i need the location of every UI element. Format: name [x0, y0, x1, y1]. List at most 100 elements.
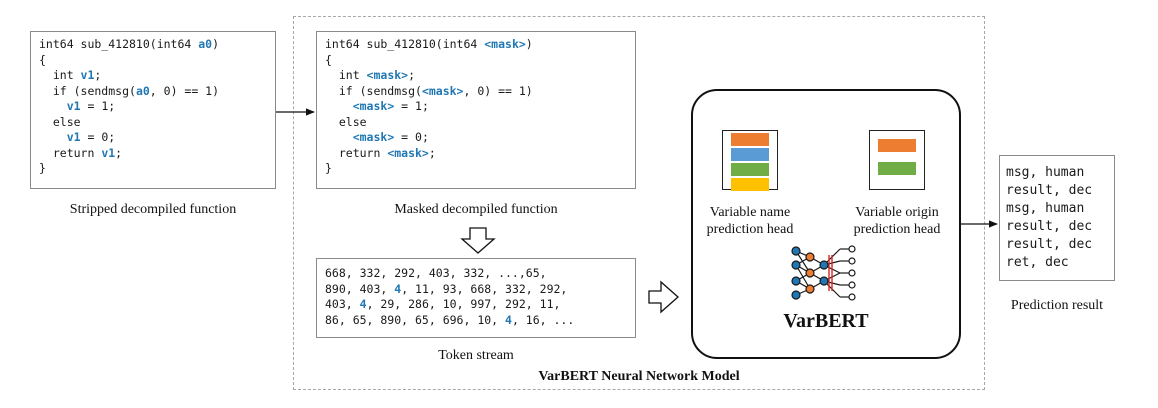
- prediction-line: ret, dec: [1006, 255, 1069, 270]
- highlighted-token: a0: [198, 37, 213, 51]
- highlighted-token: v1: [80, 68, 95, 82]
- stripped-code-box: int64 sub_412810(int64 a0){ int v1; if (…: [30, 31, 276, 189]
- code-text: = 0;: [394, 130, 429, 144]
- code-text: }: [325, 161, 332, 175]
- prediction-line: result, dec: [1006, 183, 1093, 198]
- code-line: 668, 332, 292, 403, 332, ...,65,: [325, 266, 627, 282]
- name-head-caption-line-1: Variable name: [709, 205, 791, 220]
- code-text: else: [39, 114, 81, 129]
- code-text: ;: [115, 145, 123, 160]
- model-footer-label: VarBERT Neural Network Model: [538, 369, 740, 384]
- highlighted-token: <mask>: [366, 68, 409, 82]
- prediction-line: result, dec: [1006, 219, 1093, 234]
- code-line: return <mask>;: [325, 146, 627, 162]
- code-line: if (sendmsg(<mask>, 0) == 1): [325, 84, 627, 100]
- code-line: 86, 65, 890, 65, 696, 10, 4, 16, ...: [325, 313, 627, 329]
- code-text: int64 sub_412810(int64: [39, 37, 199, 51]
- code-text: = 0;: [80, 130, 116, 144]
- code-line: <mask> = 1;: [325, 99, 627, 115]
- code-text: else: [325, 114, 367, 129]
- origin-prediction-head: [869, 130, 925, 190]
- code-line: int v1;: [39, 68, 267, 84]
- code-line: int64 sub_412810(int64 <mask>): [325, 37, 627, 53]
- code-line: v1 = 1;: [39, 99, 267, 115]
- code-text: int: [325, 68, 367, 82]
- code-line: {: [39, 53, 267, 69]
- hollow-arrow-right: [648, 280, 679, 314]
- code-line: return v1;: [39, 146, 267, 162]
- prediction-bar: [878, 162, 916, 175]
- code-text: 890, 403,: [325, 281, 395, 296]
- token-stream-box: 668, 332, 292, 403, 332, ...,65,890, 403…: [316, 258, 636, 338]
- highlighted-token: a0: [135, 83, 150, 98]
- neural-network-icon: [791, 245, 856, 301]
- highlighted-token: 4: [505, 312, 512, 327]
- code-text: if (sendmsg(: [39, 83, 136, 98]
- code-line: else: [39, 115, 267, 131]
- prediction-line: msg, human: [1006, 201, 1085, 216]
- prediction-bar: [878, 139, 916, 152]
- prediction-bar: [731, 178, 769, 191]
- prediction-bar: [731, 163, 769, 176]
- code-text: return: [39, 145, 102, 160]
- prediction-line: result, dec: [1006, 237, 1093, 252]
- code-text: , 0) == 1): [463, 83, 533, 98]
- code-text: , 16, ...: [511, 312, 575, 327]
- code-line: v1 = 0;: [39, 130, 267, 146]
- highlighted-token: <mask>: [421, 83, 464, 98]
- name-prediction-head: [722, 130, 778, 191]
- code-text: ): [525, 37, 533, 51]
- origin-head-caption: Variable origin prediction head: [836, 204, 958, 238]
- prediction-line: msg, human: [1006, 165, 1085, 180]
- code-text: ;: [408, 68, 416, 82]
- prediction-caption: Prediction result: [1010, 298, 1104, 313]
- code-text: ): [212, 37, 220, 51]
- code-text: = 1;: [80, 99, 116, 113]
- prediction-bar: [731, 133, 769, 146]
- code-line: <mask> = 0;: [325, 130, 627, 146]
- highlighted-token: 4: [359, 297, 367, 311]
- code-line: if (sendmsg(a0, 0) == 1): [39, 84, 267, 100]
- code-text: , 0) == 1): [149, 83, 220, 98]
- highlighted-token: v1: [66, 99, 81, 113]
- code-line: }: [39, 161, 267, 177]
- stripped-caption: Stripped decompiled function: [69, 202, 237, 217]
- code-line: 403, 4, 29, 286, 10, 997, 292, 11,: [325, 297, 627, 313]
- code-text: , 11, 93, 668, 332, 292,: [401, 281, 568, 296]
- code-text: 668, 332, 292, 403, 332, ...,65,: [325, 266, 547, 280]
- highlighted-token: <mask>: [352, 99, 395, 113]
- name-head-caption: Variable name prediction head: [692, 204, 808, 238]
- code-line: 890, 403, 4, 11, 93, 668, 332, 292,: [325, 282, 627, 298]
- code-line: {: [325, 53, 627, 69]
- name-head-caption-line-2: prediction head: [706, 222, 794, 237]
- code-line: int64 sub_412810(int64 a0): [39, 37, 267, 53]
- origin-head-caption-line-1: Variable origin: [855, 205, 939, 220]
- code-line: else: [325, 115, 627, 131]
- code-text: int: [39, 68, 81, 82]
- masked-code-box: int64 sub_412810(int64 <mask>){ int <mas…: [316, 31, 636, 189]
- code-line: }: [325, 161, 627, 177]
- origin-head-caption-line-2: prediction head: [853, 222, 941, 237]
- highlighted-token: <mask>: [387, 145, 429, 160]
- code-text: ;: [428, 145, 436, 160]
- token-stream-caption: Token stream: [438, 348, 514, 363]
- prediction-bar: [731, 148, 769, 161]
- highlighted-token: <mask>: [352, 130, 395, 144]
- masked-caption: Masked decompiled function: [394, 202, 558, 217]
- code-text: {: [325, 52, 332, 67]
- highlighted-token: <mask>: [484, 37, 526, 51]
- highlighted-token: v1: [101, 145, 116, 160]
- highlighted-token: 4: [394, 281, 402, 296]
- hollow-arrow-down: [460, 227, 496, 254]
- code-text: = 1;: [394, 99, 429, 113]
- code-text: , 29, 286, 10, 997, 292, 11,: [366, 297, 561, 311]
- code-text: ;: [94, 68, 102, 82]
- code-text: {: [39, 52, 46, 67]
- code-text: return: [325, 145, 388, 160]
- code-text: if (sendmsg(: [325, 83, 422, 98]
- code-text: 86, 65, 890, 65, 696, 10,: [325, 312, 506, 327]
- code-text: int64 sub_412810(int64: [325, 37, 485, 51]
- highlighted-token: v1: [66, 130, 81, 144]
- code-text: 403,: [325, 297, 360, 311]
